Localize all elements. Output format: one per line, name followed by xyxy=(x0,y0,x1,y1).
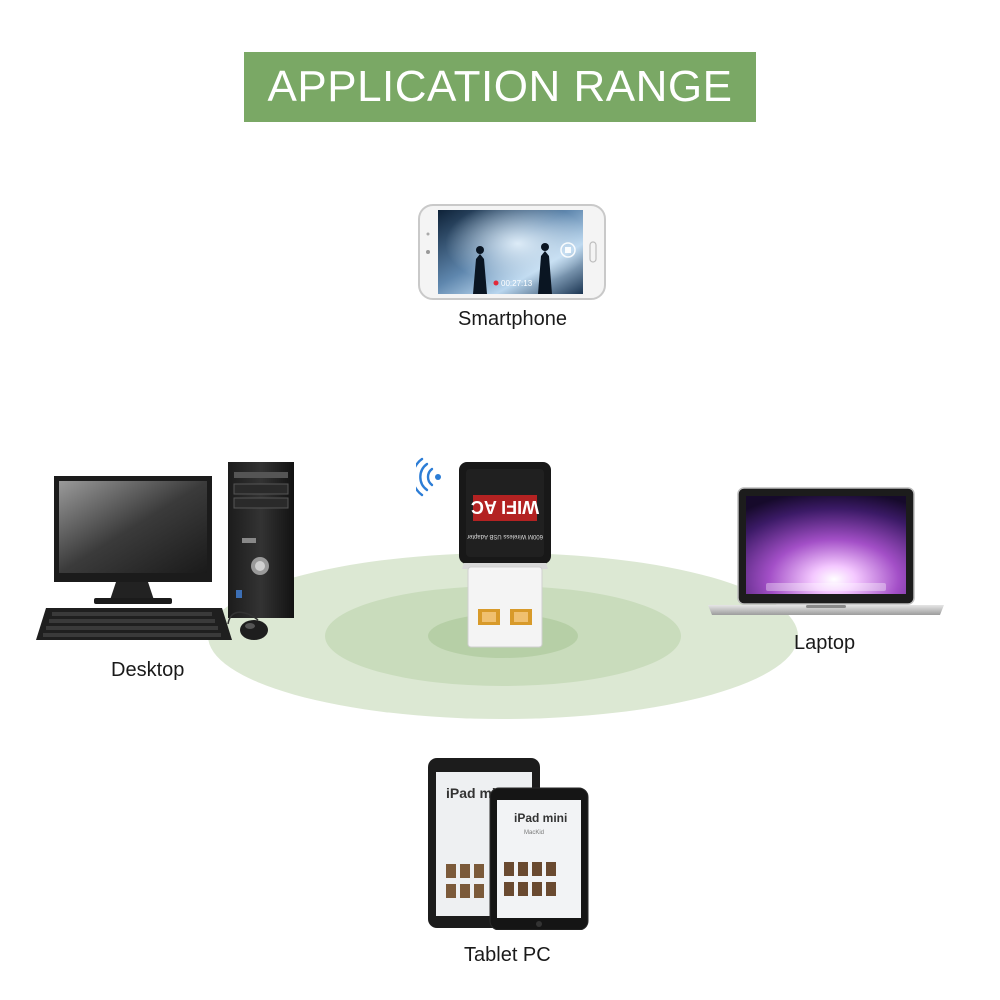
tablet-label: Tablet PC xyxy=(464,944,551,966)
tablet-image: iPad mini iPad mini MacKid xyxy=(428,758,590,930)
tablet-front-sub: MacKid xyxy=(524,830,544,836)
wifi-signal-icon xyxy=(416,457,441,497)
smartphone-image: 00:27:13 xyxy=(418,204,606,300)
title-banner: APPLICATION RANGE xyxy=(244,52,756,122)
adapter-brand: WIFI AC xyxy=(471,497,539,517)
adapter-model: 600M Wireless USB Adapter xyxy=(467,533,543,539)
laptop-image xyxy=(706,487,946,617)
laptop-label: Laptop xyxy=(794,632,856,654)
desktop-image xyxy=(36,462,298,648)
usb-adapter-image: WIFI AC 600M Wireless USB Adapter xyxy=(416,455,556,651)
desktop-label: Desktop xyxy=(111,659,185,681)
phone-timer: 00:27:13 xyxy=(501,279,533,288)
smartphone-label: Smartphone xyxy=(458,308,567,330)
tablet-front-brand: iPad mini xyxy=(514,811,567,825)
page-title: APPLICATION RANGE xyxy=(267,62,733,111)
